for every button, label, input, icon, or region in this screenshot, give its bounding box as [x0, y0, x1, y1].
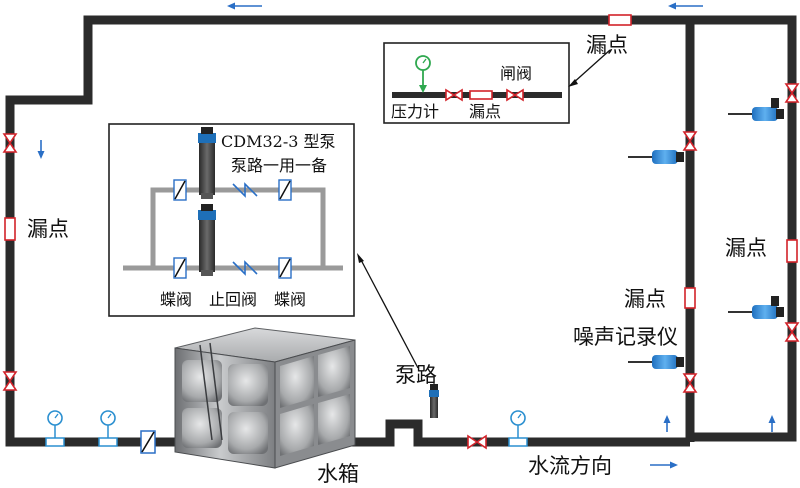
pump-inset-frame — [108, 123, 355, 317]
butterfly-valve-label-2: 蝶阀 — [274, 290, 306, 309]
leak-label-right: 漏点 — [725, 236, 767, 260]
noise-loggers — [628, 98, 784, 369]
flow-arrow-left-down — [37, 140, 45, 159]
gate-valve-icon — [2, 371, 18, 391]
water-tank-icon — [174, 327, 356, 469]
noise-logger-icon — [628, 150, 684, 164]
noise-logger-icon — [728, 296, 784, 319]
leak-label-mid: 漏点 — [624, 287, 666, 311]
butterfly-valve-label-1: 蝶阀 — [160, 290, 192, 309]
noise-logger-icon — [628, 355, 684, 369]
pump-route-label: 泵路 — [395, 363, 437, 387]
butterfly-valve-icon — [278, 257, 292, 279]
flow-arrow-top-left — [227, 2, 262, 10]
butterfly-valve-icon — [278, 179, 292, 201]
gate-valve-icon — [784, 322, 800, 342]
leak-point-mid — [684, 287, 696, 309]
gate-valve-icon — [506, 88, 524, 102]
pump-route-small — [429, 384, 439, 418]
pressure-gauges — [45, 410, 528, 447]
leak-markers — [4, 14, 798, 309]
water-tank-label: 水箱 — [317, 462, 359, 486]
check-valve-icon — [232, 260, 258, 276]
noise-logger-label: 噪声记录仪 — [573, 325, 678, 349]
leak-detail-inset: 压力计 漏点 闸阀 — [383, 42, 570, 124]
butterfly-valve-icon — [173, 257, 187, 279]
gate-valve-icon — [467, 434, 487, 450]
gate-valves — [2, 83, 800, 450]
leak-point-inset — [469, 90, 493, 100]
pressure-gauge-icon — [98, 410, 118, 447]
pump-icon — [198, 204, 216, 276]
flow-direction-label: 水流方向 — [528, 454, 612, 478]
pump-model-label: CDM32-3 型泵 — [221, 132, 336, 151]
pump-icon — [198, 127, 216, 199]
leak-point-top — [608, 14, 632, 26]
callout-pump — [359, 257, 419, 369]
gate-valve-icon — [2, 133, 18, 153]
leak-inset-frame — [383, 42, 570, 124]
flow-arrow-direction — [650, 461, 678, 469]
pump-detail-inset: CDM32-3 型泵 泵路一用一备 蝶阀 止回阀 蝶阀 — [108, 123, 355, 317]
pipe-bottom-main — [320, 419, 690, 447]
leak-point-left — [4, 217, 16, 241]
gate-valve-icon — [682, 131, 698, 151]
pressure-gauge-icon — [45, 410, 65, 447]
pressure-gauge-label: 压力计 — [391, 102, 439, 121]
pressure-gauge-icon — [415, 55, 431, 93]
flow-arrow-top-right — [668, 2, 703, 10]
flow-arrow-up-1 — [663, 415, 671, 432]
callouts — [357, 49, 611, 369]
check-valve-icon — [232, 182, 258, 198]
gate-valve-icon — [682, 373, 698, 393]
flow-arrows — [37, 2, 776, 469]
gate-valve-label: 闸阀 — [500, 64, 532, 83]
check-valve-label: 止回阀 — [209, 290, 257, 309]
leak-inset-label: 漏点 — [469, 102, 501, 121]
callout-leak — [571, 49, 611, 85]
noise-logger-icon — [728, 98, 784, 121]
butterfly-valve-icon — [173, 179, 187, 201]
flow-arrow-up-2 — [768, 415, 776, 432]
pump-config-label: 泵路一用一备 — [231, 156, 327, 175]
butterfly-valve-icon — [140, 430, 156, 454]
gate-valve-icon — [445, 88, 463, 102]
leak-label-top: 漏点 — [586, 33, 628, 57]
gate-valve-icon — [784, 83, 800, 103]
pressure-gauge-icon — [508, 410, 528, 447]
leak-label-left: 漏点 — [27, 217, 69, 241]
leak-point-right — [786, 239, 798, 263]
